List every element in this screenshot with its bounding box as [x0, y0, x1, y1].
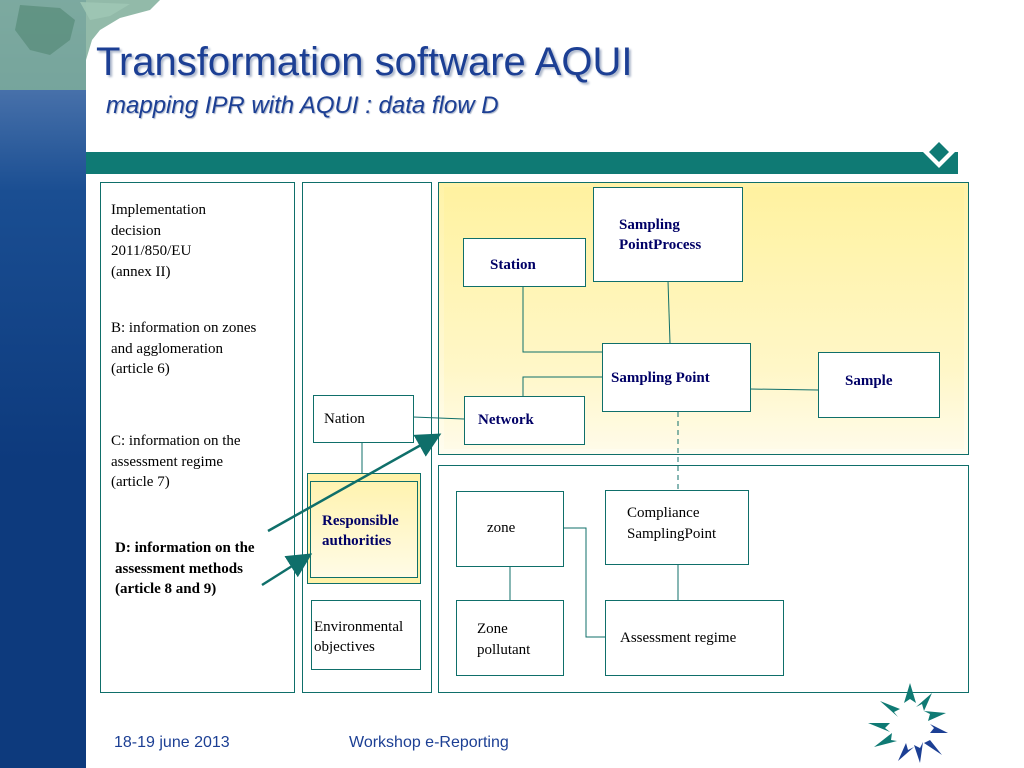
page-subtitle: mapping IPR with AQUI : data flow D: [106, 92, 499, 119]
eu-map-corner: [0, 0, 160, 90]
zone-box: zone: [456, 491, 564, 567]
footer-event: Workshop e-Reporting: [349, 734, 509, 751]
environmental-objectives-label: Environmental objectives: [314, 617, 403, 657]
section-b-text: B: information on zones and agglomeratio…: [111, 318, 256, 380]
text-line: (annex II): [111, 263, 171, 280]
section-d-text: D: information on the assessment methods…: [115, 538, 255, 600]
station-box: Station: [463, 238, 586, 287]
assessment-regime-label: Assessment regime: [620, 630, 737, 646]
compliance-sampling-point-box: Compliance SamplingPoint: [605, 490, 749, 565]
implementation-decision-text: Implementation decision 2011/850/EU (ann…: [111, 200, 206, 282]
text-line: PointProcess: [619, 237, 702, 253]
assessment-regime-box: Assessment regime: [605, 600, 784, 676]
zone-pollutant-label: Zone pollutant: [477, 619, 530, 660]
text-line: Environmental: [314, 619, 404, 635]
eu-logo-icon: [868, 683, 948, 763]
text-line: (article 8 and 9): [115, 581, 217, 597]
sampling-point-label: Sampling Point: [611, 370, 710, 386]
text-line: objectives: [314, 639, 375, 655]
text-line: B: information on zones: [111, 320, 257, 336]
arrow-to-responsible: [261, 553, 313, 587]
arrow-to-network: [267, 433, 442, 533]
text-line: decision: [111, 222, 161, 239]
text-line: assessment methods: [115, 560, 243, 577]
text-line: Responsible: [322, 513, 399, 529]
nation-label: Nation: [324, 411, 365, 427]
sampling-point-process-label: Sampling PointProcess: [619, 215, 701, 255]
station-label: Station: [490, 257, 536, 273]
section-c-text: C: information on the assessment regime …: [111, 431, 241, 493]
left-info-panel: [100, 182, 295, 693]
text-line: (article 7): [111, 474, 170, 490]
nation-box: Nation: [313, 395, 414, 443]
text-line: authorities: [322, 533, 392, 549]
text-line: pollutant: [477, 641, 531, 658]
network-label: Network: [478, 412, 534, 428]
zone-pollutant-box: Zone pollutant: [456, 600, 564, 676]
text-line: Implementation: [111, 202, 206, 218]
text-line: (article 6): [111, 361, 170, 377]
text-line: and agglomeration: [111, 340, 224, 357]
sampling-point-box: Sampling Point: [602, 343, 751, 412]
text-line: C: information on the: [111, 433, 241, 449]
text-line: Sampling: [619, 217, 680, 233]
header-divider-bar: [86, 152, 958, 174]
page-title: Transformation software AQUI: [96, 40, 633, 84]
text-line: Compliance: [627, 505, 700, 521]
diamond-icon: [923, 136, 955, 168]
text-line: SamplingPoint: [627, 525, 717, 542]
compliance-sampling-point-label: Compliance SamplingPoint: [627, 503, 716, 544]
zone-label: zone: [487, 520, 516, 536]
sample-box: Sample: [818, 352, 940, 418]
footer-date: 18-19 june 2013: [114, 734, 230, 751]
left-sidebar: [0, 0, 86, 768]
sampling-point-process-box: Sampling PointProcess: [593, 187, 743, 282]
sample-label: Sample: [845, 373, 893, 389]
environmental-objectives-box: Environmental objectives: [311, 600, 421, 670]
text-line: D: information on the: [115, 540, 255, 556]
responsible-authorities-box: Responsible authorities: [310, 481, 418, 578]
text-line: assessment regime: [111, 453, 224, 470]
text-line: Zone: [477, 621, 508, 637]
network-box: Network: [464, 396, 585, 445]
responsible-authorities-label: Responsible authorities: [322, 511, 399, 551]
text-line: 2011/850/EU: [111, 243, 192, 259]
